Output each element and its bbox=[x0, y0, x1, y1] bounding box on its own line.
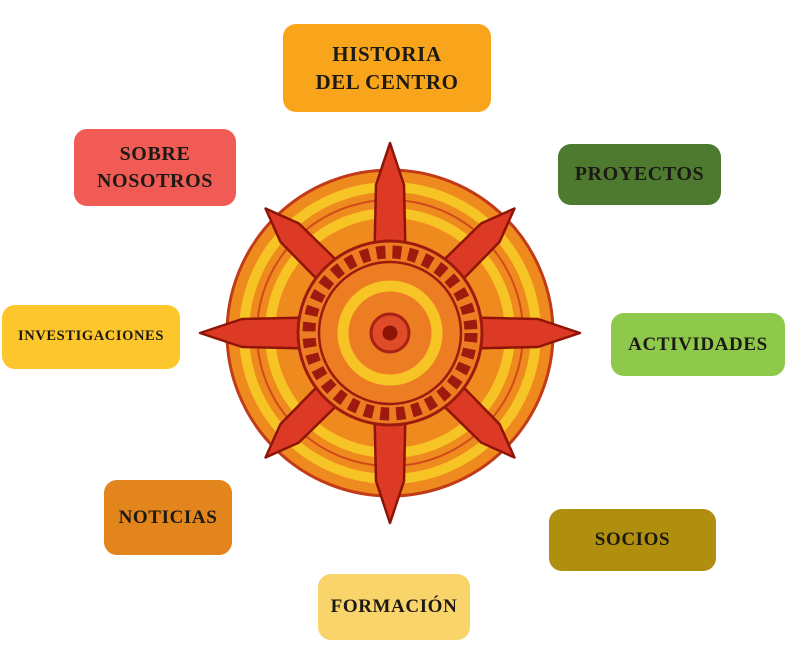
node-noticias[interactable]: NOTICIAS bbox=[104, 480, 232, 555]
node-sobre-nosotros[interactable]: SOBRE NOSOTROS bbox=[74, 129, 236, 206]
node-proyectos[interactable]: PROYECTOS bbox=[558, 144, 721, 205]
node-historia-del-centro[interactable]: HISTORIA DEL CENTRO bbox=[283, 24, 491, 112]
node-investigaciones[interactable]: INVESTIGACIONES bbox=[2, 305, 180, 369]
node-actividades[interactable]: ACTIVIDADES bbox=[611, 313, 785, 376]
node-formacion[interactable]: FORMACIÓN bbox=[318, 574, 470, 640]
node-socios[interactable]: SOCIOS bbox=[549, 509, 716, 571]
sun-compass-graphic bbox=[185, 128, 595, 538]
sun-compass-icon bbox=[198, 141, 582, 525]
